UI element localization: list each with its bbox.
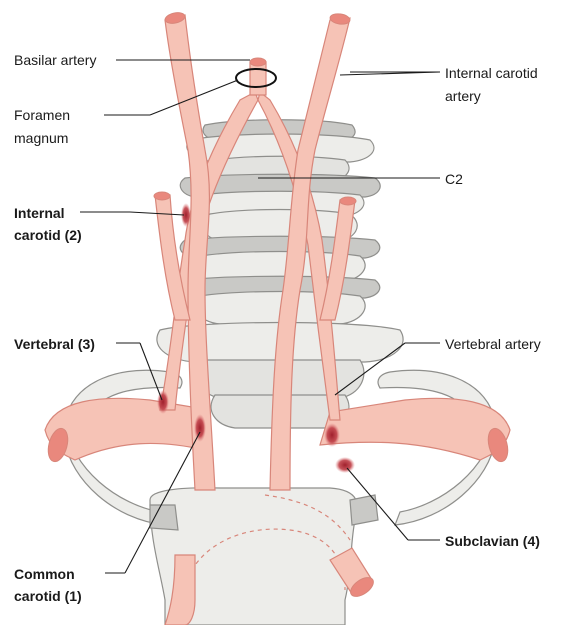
- label-foramen-magnum-line1: Foramen: [14, 106, 70, 124]
- label-common-carotid-1-line1: Common: [14, 565, 75, 583]
- label-common-carotid-1-line2: carotid (1): [14, 587, 82, 605]
- label-foramen-magnum-line2: magnum: [14, 129, 68, 147]
- label-vertebral-3: Vertebral (3): [14, 335, 95, 353]
- label-vertebral-artery: Vertebral artery: [445, 335, 541, 353]
- basilar-artery: [250, 58, 266, 95]
- label-basilar-artery: Basilar artery: [14, 51, 96, 69]
- label-c2: C2: [445, 170, 463, 188]
- label-internal-carotid-2-line2: carotid (2): [14, 226, 82, 244]
- label-internal-carotid-artery-line1: Internal carotid: [445, 64, 538, 82]
- label-subclavian-4: Subclavian (4): [445, 532, 540, 550]
- label-internal-carotid-2-line1: Internal: [14, 204, 65, 222]
- label-internal-carotid-artery-line2: artery: [445, 87, 481, 105]
